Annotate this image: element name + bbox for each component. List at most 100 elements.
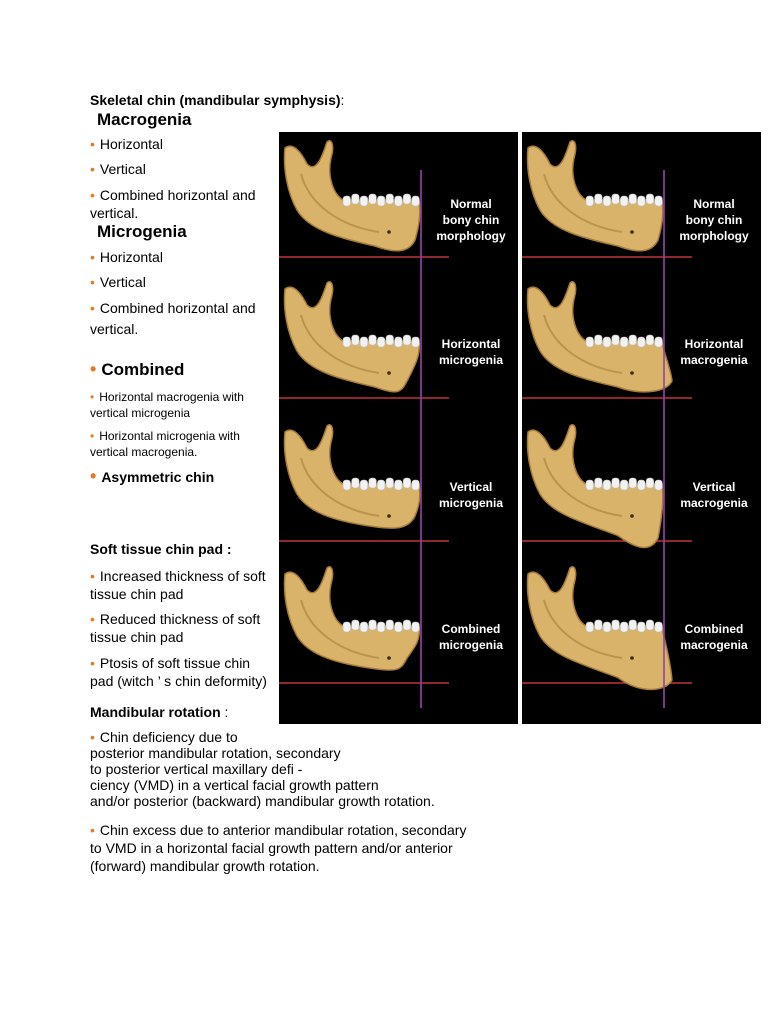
tooth: [359, 479, 368, 491]
tooth: [620, 336, 629, 348]
tooth: [377, 195, 386, 207]
macrogenia-heading: Macrogenia: [97, 110, 192, 129]
list-item-continuation: vertical.: [90, 321, 139, 337]
mandible-bone: [283, 566, 421, 671]
tooth: [342, 479, 351, 491]
tooth: [594, 193, 603, 205]
tooth: [585, 479, 594, 491]
tooth: [402, 477, 411, 489]
tooth: [394, 479, 403, 491]
soft-tissue-heading: Soft tissue chin pad :: [90, 541, 232, 557]
mental-foramen: [387, 656, 391, 660]
skeletal-chin-heading: Skeletal chin (mandibular symphysis):: [90, 92, 345, 108]
tooth: [620, 621, 629, 633]
tooth: [620, 479, 629, 491]
list-item: •Horizontal macrogenia with vertical mic…: [90, 390, 244, 420]
tooth: [394, 336, 403, 348]
list-item: •Combined horizontal and: [90, 300, 256, 316]
tooth: [411, 195, 420, 207]
list-item: •Horizontal microgenia with vertical mac…: [90, 429, 240, 459]
list-item: •Combined horizontal and: [90, 187, 256, 203]
tooth: [394, 621, 403, 633]
tooth: [585, 195, 594, 207]
tooth: [359, 336, 368, 348]
mandible-contour: [543, 457, 623, 517]
tooth: [654, 195, 663, 207]
tooth: [645, 193, 654, 205]
tooth: [351, 334, 360, 346]
tooth: [594, 619, 603, 631]
mental-foramen: [387, 514, 391, 518]
tooth: [628, 193, 637, 205]
tooth: [377, 336, 386, 348]
tooth: [411, 621, 420, 633]
tooth: [602, 195, 611, 207]
mandible-contour: [543, 173, 623, 233]
tooth: [637, 336, 646, 348]
mandible-bone: [283, 424, 421, 529]
tooth: [402, 334, 411, 346]
tooth: [377, 621, 386, 633]
tooth: [628, 619, 637, 631]
mandible-illustrations-right: [522, 140, 692, 708]
tooth: [602, 336, 611, 348]
tooth: [359, 621, 368, 633]
mental-foramen: [630, 230, 634, 234]
asymmetric-chin-item: •Asymmetric chin: [90, 466, 215, 486]
tooth: [385, 334, 394, 346]
tooth: [654, 621, 663, 633]
tooth: [342, 336, 351, 348]
tooth: [351, 193, 360, 205]
tooth: [637, 621, 646, 633]
tooth: [585, 621, 594, 633]
mental-foramen: [387, 230, 391, 234]
tooth: [377, 479, 386, 491]
list-item: •Vertical: [90, 161, 146, 177]
mandible-contour: [300, 599, 380, 659]
mandible-illustrations-left: [279, 140, 449, 708]
tooth: [620, 195, 629, 207]
tooth: [611, 334, 620, 346]
tooth: [654, 336, 663, 348]
tooth: [342, 621, 351, 633]
mandible-contour: [543, 599, 623, 659]
tooth: [394, 195, 403, 207]
tooth: [351, 619, 360, 631]
tooth: [637, 195, 646, 207]
list-item: •Reduced thickness of soft tissue chin p…: [90, 611, 261, 645]
tooth: [368, 193, 377, 205]
tooth: [628, 334, 637, 346]
tooth: [602, 479, 611, 491]
tooth: [368, 477, 377, 489]
tooth: [628, 477, 637, 489]
microgenia-heading: Microgenia: [97, 222, 187, 241]
tooth: [645, 334, 654, 346]
mandible-contour: [543, 314, 623, 374]
tooth: [385, 477, 394, 489]
tooth: [637, 479, 646, 491]
tooth: [411, 479, 420, 491]
list-item: •Chin deficiency due to posterior mandib…: [90, 729, 435, 809]
tooth: [402, 193, 411, 205]
combined-heading: •Combined: [90, 359, 185, 379]
list-item: •Increased thickness of soft tissue chin…: [90, 568, 266, 602]
list-item: •Horizontal: [90, 136, 163, 152]
tooth: [385, 193, 394, 205]
tooth: [342, 195, 351, 207]
mandible-contour: [300, 314, 380, 374]
mental-foramen: [630, 514, 634, 518]
tooth: [585, 336, 594, 348]
tooth: [385, 619, 394, 631]
tooth: [594, 334, 603, 346]
mental-foramen: [630, 371, 634, 375]
tooth: [411, 336, 420, 348]
